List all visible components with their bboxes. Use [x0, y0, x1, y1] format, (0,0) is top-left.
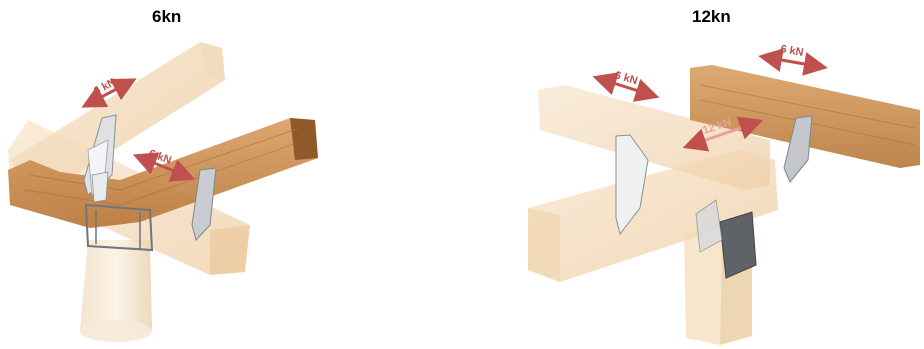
left-joint-illustration: 6 kN 6 kN: [8, 42, 318, 342]
right-force-arrow-3: [770, 58, 816, 66]
left-round-post: [80, 240, 152, 342]
right-force-label-3: 6 kN: [779, 43, 804, 59]
right-joint-illustration: 6 kN 12 kN 6 kN: [528, 43, 920, 345]
